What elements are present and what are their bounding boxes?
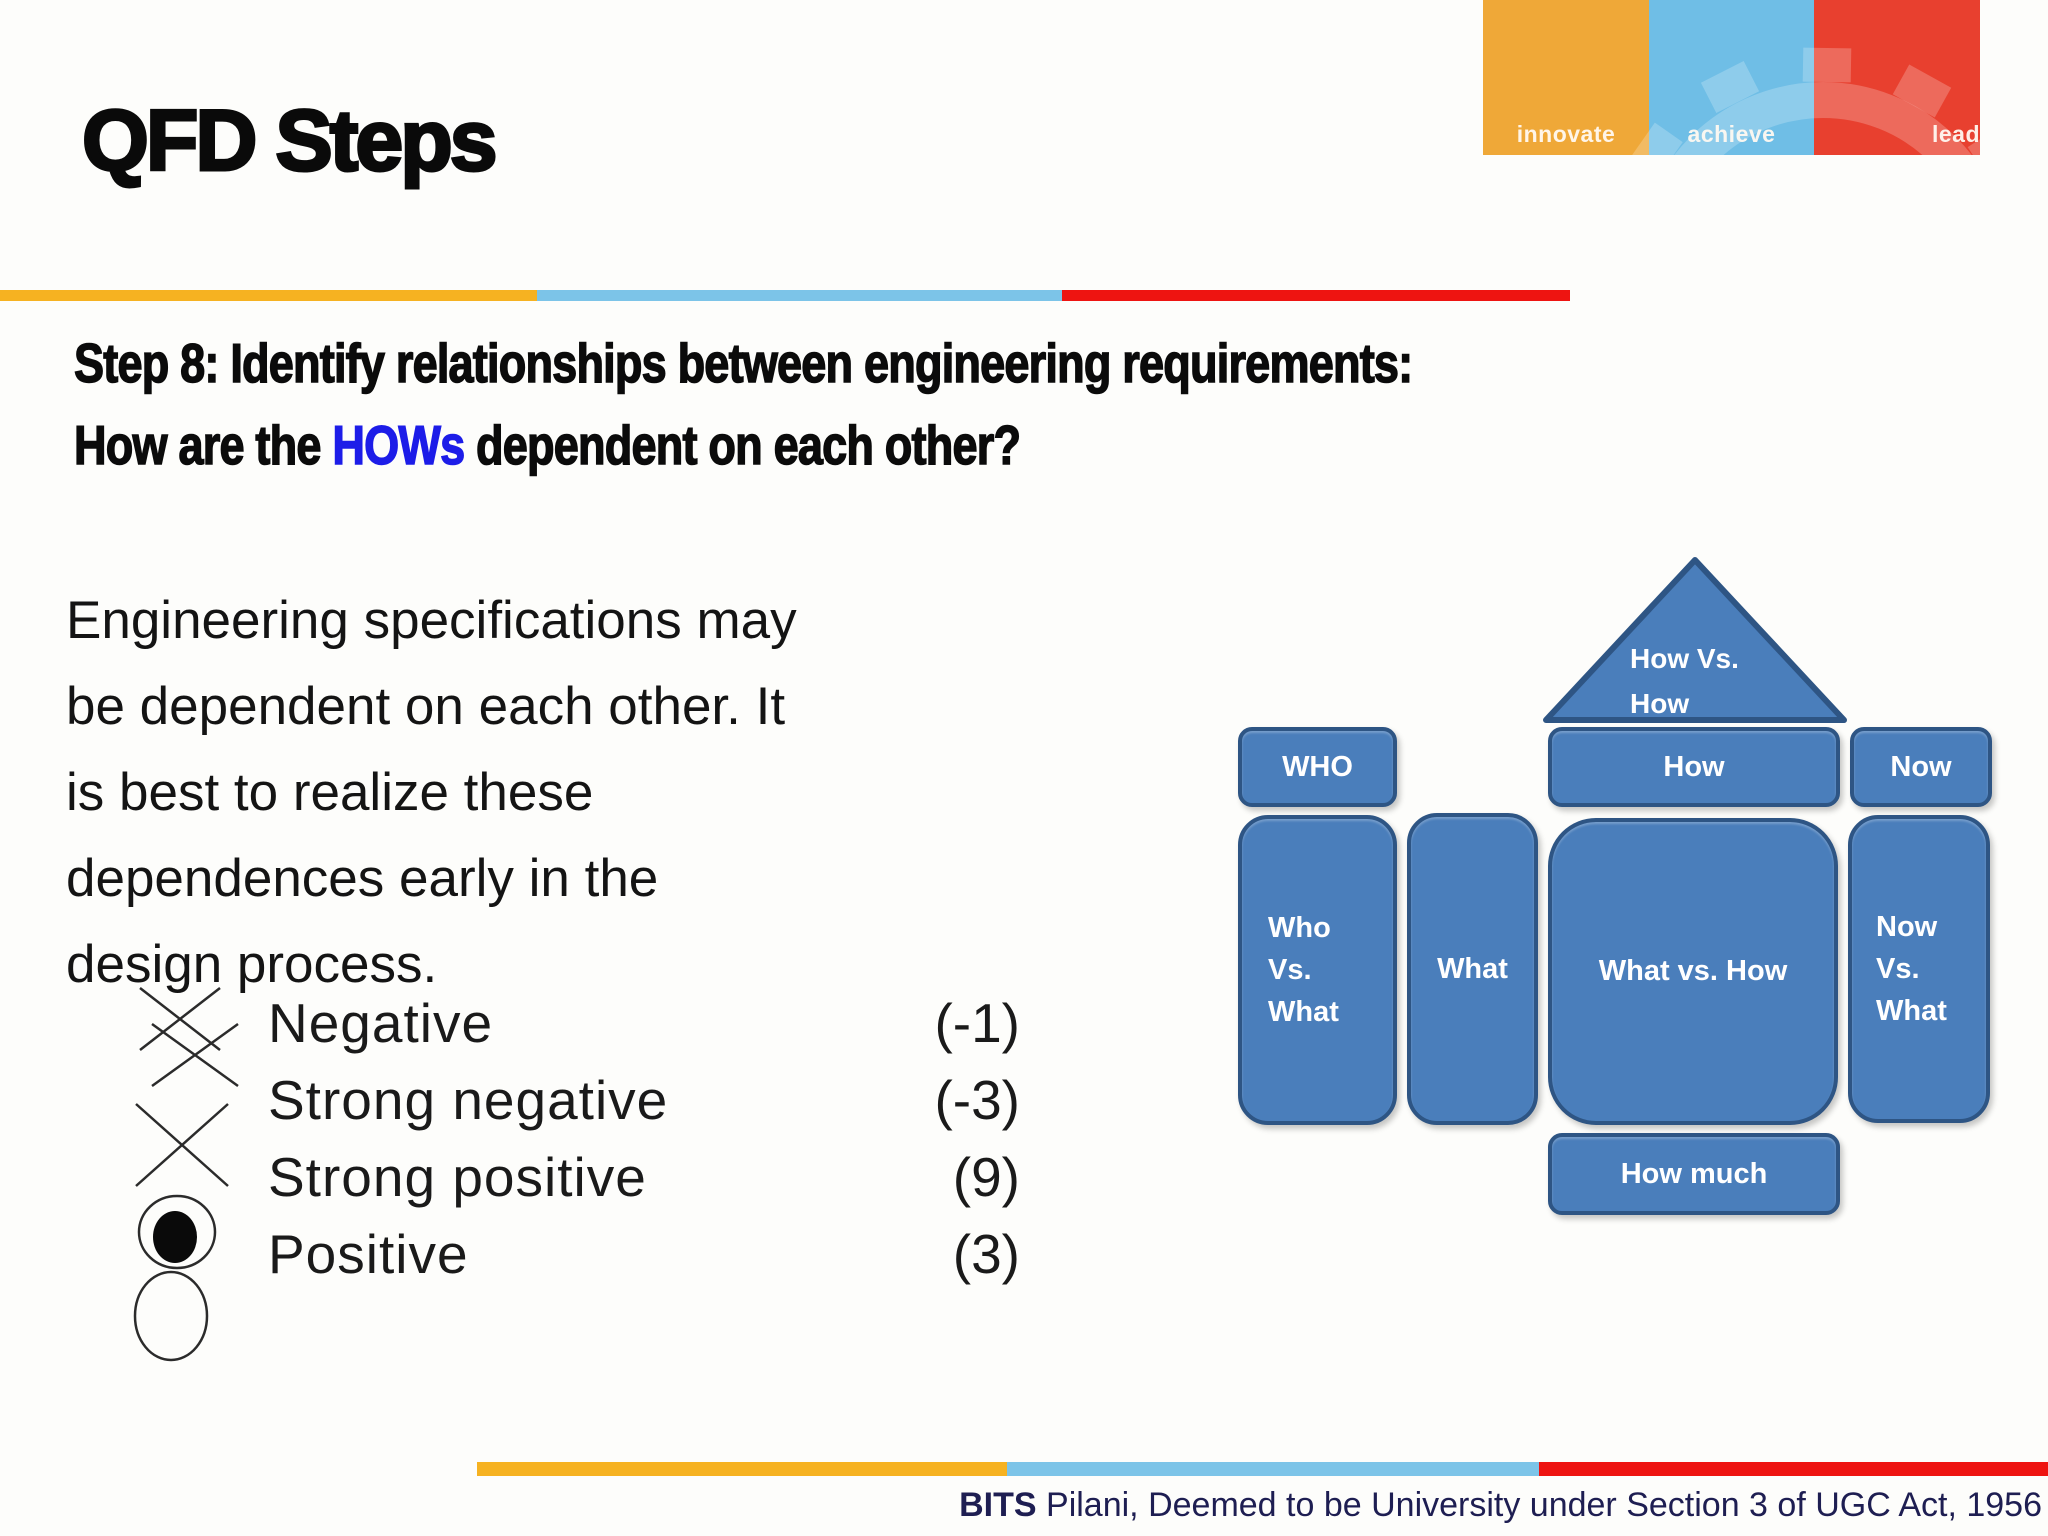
box-how-much: How much xyxy=(1548,1133,1840,1215)
positive-icon xyxy=(133,1270,209,1362)
divider-segment-red xyxy=(1062,290,1570,301)
roof-label: How Vs. How xyxy=(1630,643,1739,719)
logo-panel-innovate xyxy=(1483,0,1649,155)
body-line: dependences early in the xyxy=(66,849,659,908)
logo-word-innovate: innovate xyxy=(1516,121,1616,147)
divider-segment-blue xyxy=(1007,1462,1539,1476)
step-heading-line1: Step 8: Identify relationships between e… xyxy=(73,331,1413,395)
logo-word-lead: lead xyxy=(1931,121,1980,147)
legend-value: (-3) xyxy=(934,1069,1020,1131)
divider-segment-orange xyxy=(0,290,537,301)
footer-text: BITS Pilani, Deemed to be University und… xyxy=(959,1486,2042,1524)
box-now: Now xyxy=(1850,727,1992,807)
legend-value: (3) xyxy=(952,1223,1020,1285)
legend-value: (-1) xyxy=(934,992,1020,1054)
body-line: is best to realize these xyxy=(66,763,594,822)
box-what-vs-how: What vs. How xyxy=(1548,818,1838,1125)
body-line: be dependent on each other. It xyxy=(66,677,786,736)
box-who-vs-what: Who Vs. What xyxy=(1238,815,1397,1125)
legend-label: Negative xyxy=(268,992,494,1054)
legend-label: Positive xyxy=(268,1223,469,1285)
legend-label: Strong positive xyxy=(268,1146,647,1208)
step-heading: Step 8: Identify relationships between e… xyxy=(73,322,1413,486)
legend-label: Strong negative xyxy=(268,1069,669,1131)
box-how: How xyxy=(1548,727,1840,807)
box-now-vs-what: Now Vs. What xyxy=(1848,815,1990,1123)
legend-value: (9) xyxy=(952,1146,1020,1208)
divider-segment-orange xyxy=(477,1462,1007,1476)
step-heading-line2: How are the HOWs dependent on each other… xyxy=(73,413,1021,477)
footer-brand: BITS xyxy=(959,1486,1037,1524)
logo-panel-lead xyxy=(1814,0,1980,155)
box-who: WHO xyxy=(1238,727,1397,807)
divider-segment-blue xyxy=(537,290,1062,301)
box-what: What xyxy=(1407,813,1538,1125)
body-line: Engineering specifications may xyxy=(66,591,797,650)
page-title: QFD Steps xyxy=(81,92,500,191)
strong-negative-icon xyxy=(135,1103,229,1187)
body-line: design process. xyxy=(66,935,438,994)
divider-segment-red xyxy=(1539,1462,2048,1476)
logo-word-achieve: achieve xyxy=(1687,121,1776,147)
roof-triangle xyxy=(1543,557,1847,723)
hows-highlight: HOWs xyxy=(332,413,466,477)
logo-panel-achieve xyxy=(1648,0,1815,155)
strong-positive-icon xyxy=(137,1194,217,1270)
negative-icon xyxy=(139,987,239,1088)
body-paragraph: Engineering specifications may be depend… xyxy=(66,578,797,1008)
